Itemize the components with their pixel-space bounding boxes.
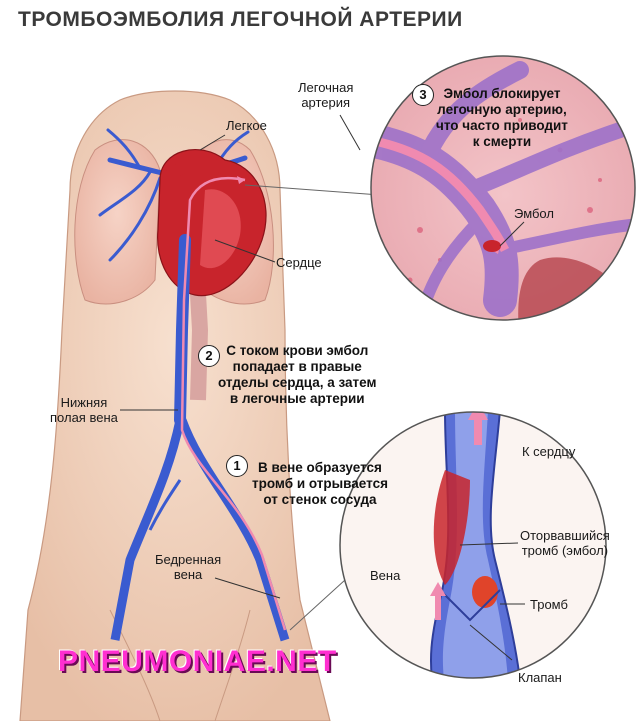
brand-watermark: PNEUMONIAE.NET (58, 645, 337, 678)
inferior-vena-cava-label: Нижняя полая вена (50, 395, 118, 425)
step-3-text: Эмбол блокирует легочную артерию, что ча… (436, 86, 568, 149)
to-heart-label: К сердцу (522, 444, 576, 459)
embolus-mark (483, 240, 501, 252)
step-3-number: 3 (412, 84, 434, 106)
valve-label: Клапан (518, 670, 562, 685)
step-1-number: 1 (226, 455, 248, 477)
page-title: ТРОМБОЭМБОЛИЯ ЛЕГОЧНОЙ АРТЕРИИ (18, 8, 463, 31)
pulmonary-artery-label: Легочная артерия (298, 80, 354, 110)
inferior-vena-cava (174, 234, 191, 426)
detached-thrombus-mark (433, 470, 470, 585)
heart-label: Сердце (276, 255, 322, 270)
vein-label: Вена (370, 568, 401, 583)
femoral-vein-label: Бедренная вена (155, 552, 222, 582)
embolus-flow-path (180, 176, 287, 631)
left-lung (74, 139, 161, 305)
thrombus-mark (472, 576, 498, 608)
detached-thrombus-label: Оторвавшийся тромб (эмбол) (520, 528, 610, 558)
embolus-label: Эмбол (514, 206, 554, 221)
lung-label: Легкое (226, 118, 267, 133)
step-2-text: С током крови эмбол попадает в правые от… (218, 343, 377, 406)
thrombus-label: Тромб (530, 597, 568, 612)
step-1-text: В вене образуется тромб и отрывается от … (252, 460, 388, 507)
step-2-number: 2 (198, 345, 220, 367)
